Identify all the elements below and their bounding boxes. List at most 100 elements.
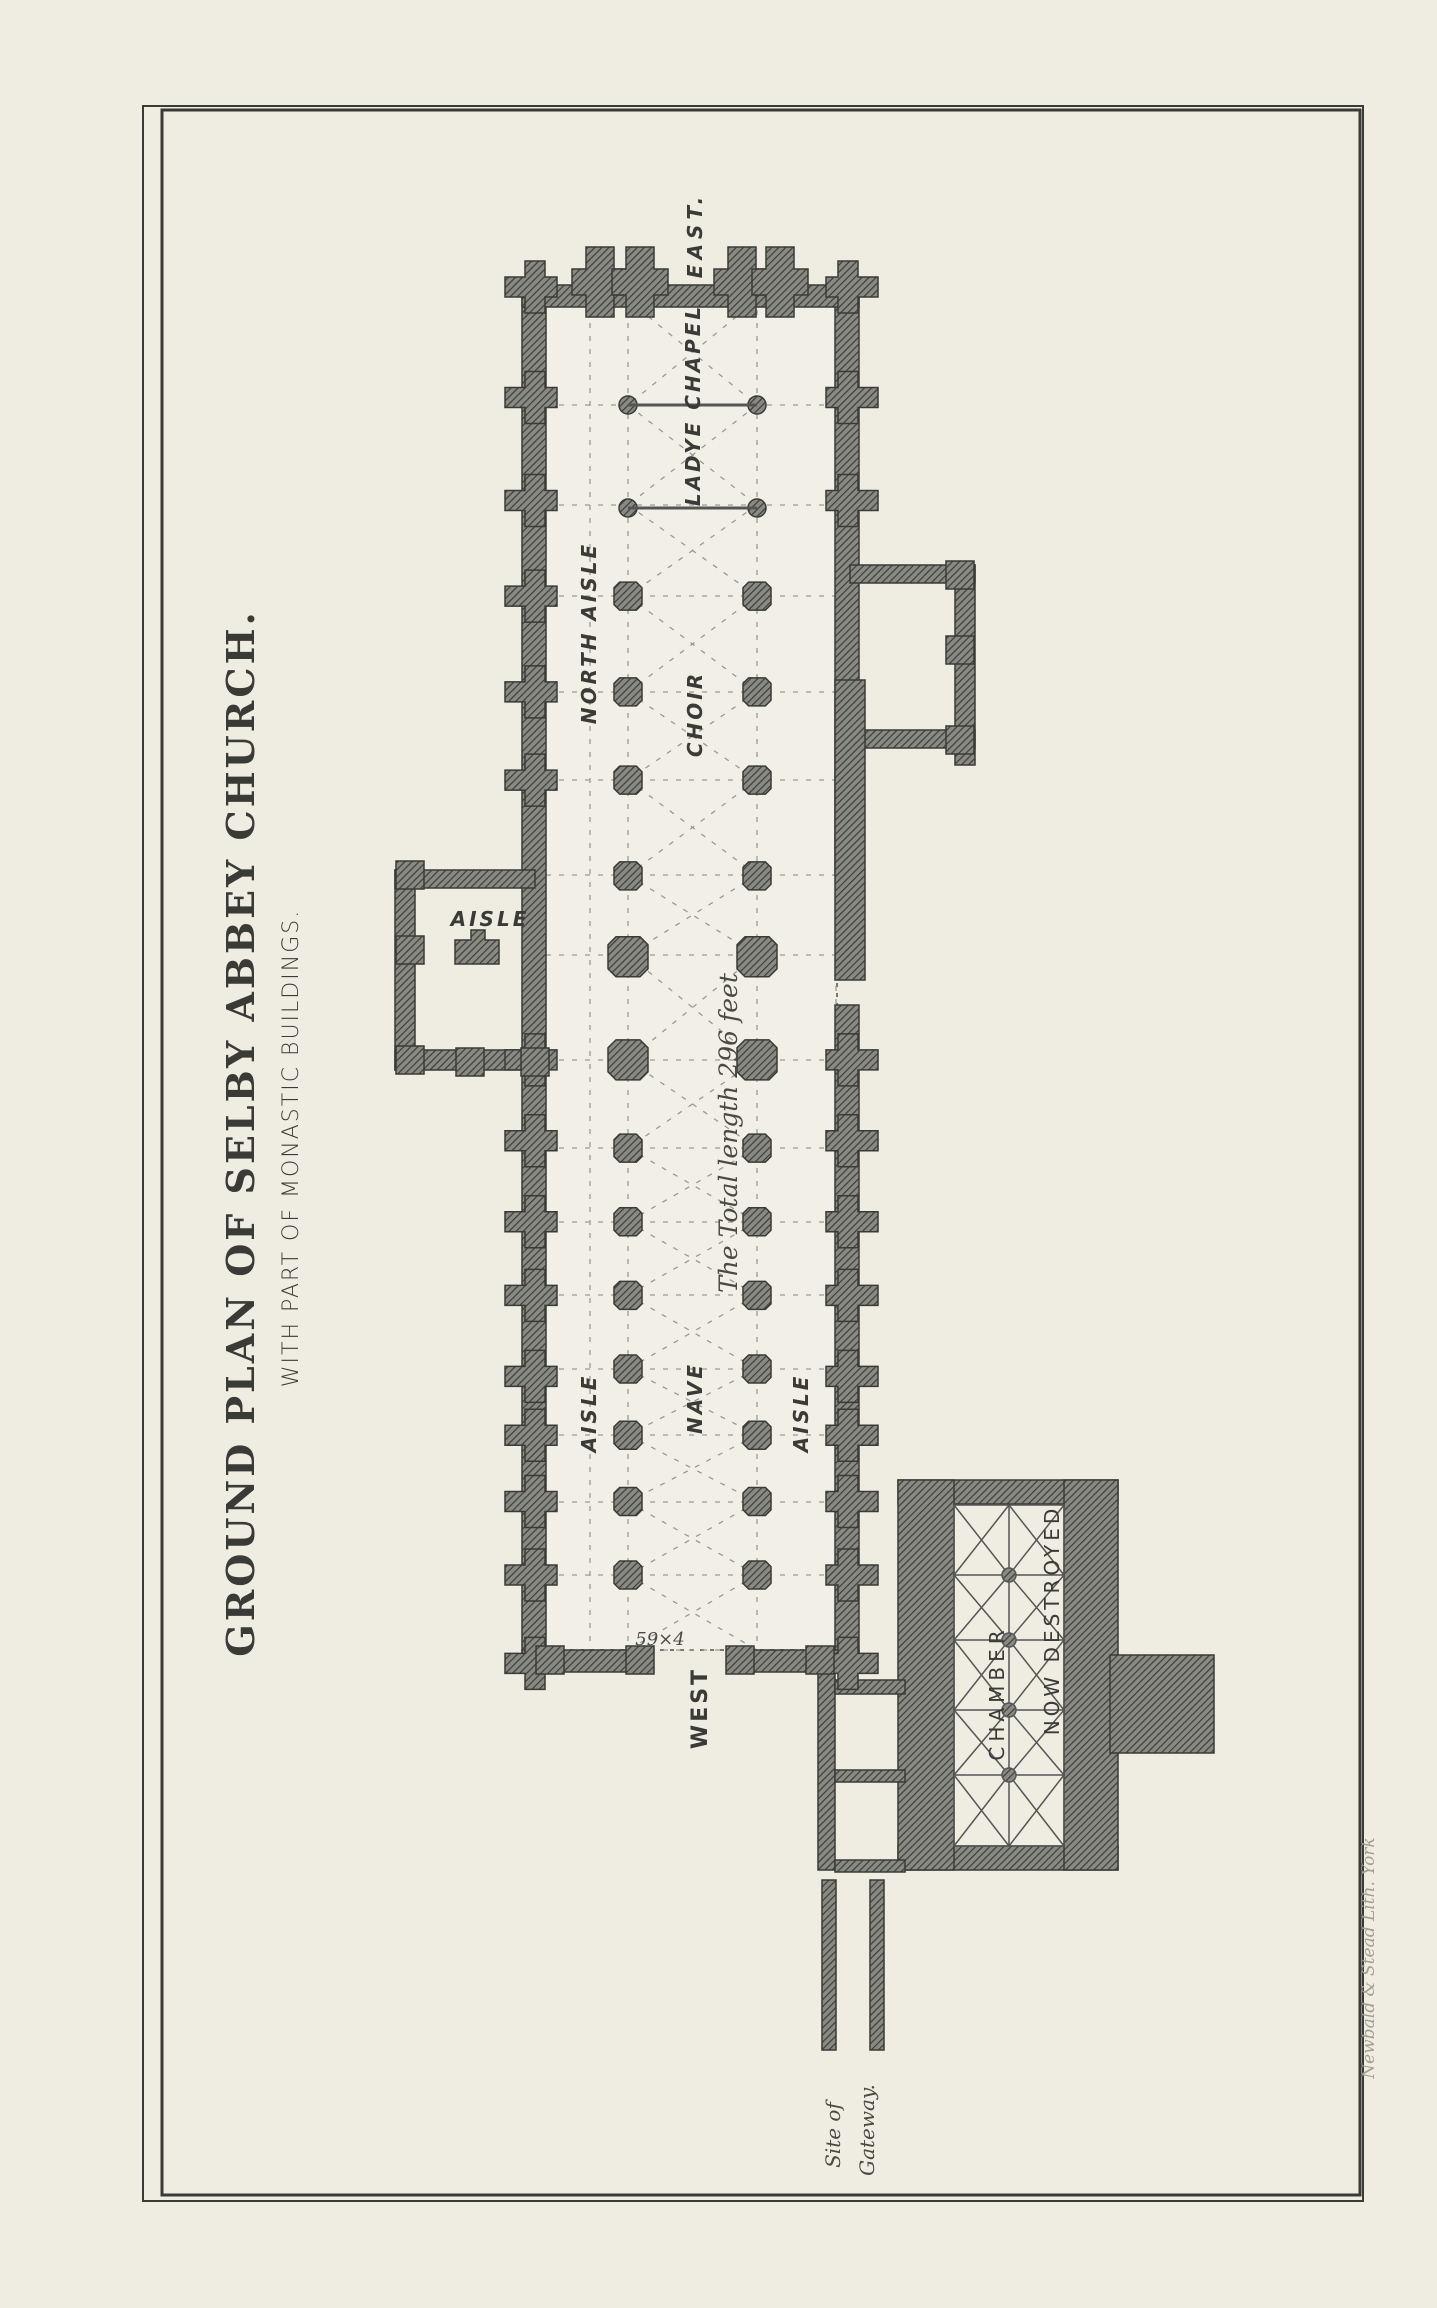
corner-buttress [945,725,975,755]
chamber-rib [953,1774,1010,1847]
nave-pier [742,861,772,891]
nave-pier [742,765,772,795]
nave-pier [742,1560,772,1590]
corner-buttress [520,1047,550,1077]
vault-line [627,1434,758,1503]
nave-pier [742,1420,772,1450]
chamber-pier [1001,1702,1017,1718]
nave-pier [742,581,772,611]
corner-buttress [395,935,425,965]
vault-line [627,404,758,506]
nave-pier [607,936,649,978]
label-chamber: CHAMBER [985,1625,1009,1760]
plate-subtitle: WITH PART OF MONASTIC BUILDINGS. [279,909,304,1387]
north-buttress [504,1349,558,1404]
chamber-rib [1008,1774,1065,1847]
nave-pier [736,936,778,978]
chamber-rib [1008,1504,1065,1576]
label-nave-aisle-north: AISLE [577,1374,601,1455]
church-plan [394,246,1215,2051]
nave-pier [613,677,643,707]
label-nave: NAVE [683,1362,707,1434]
corner-buttress [535,1645,565,1675]
north-buttress [504,1268,558,1323]
nave-pier [607,1039,649,1081]
plate-title: GROUND PLAN OF SELBY ABBEY CHURCH. [218,609,263,1656]
nave-pier [613,1486,643,1517]
corner-buttress [725,1645,755,1675]
nave-pier [613,1354,643,1384]
corner-buttress [455,1047,485,1077]
north-buttress [504,1474,558,1529]
north-buttress [504,1114,558,1168]
nave-pier [742,1133,772,1163]
label-gateway: Gateway. [855,2084,879,2176]
south-buttress [825,370,879,425]
vault-line [627,595,758,693]
chamber-vaulting [953,1504,1065,1847]
nave-pier [742,677,772,707]
label-total-length: The Total length 296 feet [714,972,743,1293]
nave-pier [742,1280,772,1311]
label-transept-aisle: AISLE [449,907,530,931]
chamber-rib [953,1574,1010,1641]
south-buttress [825,473,879,528]
corner-buttress [945,560,975,590]
nave-pier [613,765,643,795]
piers [454,395,778,1590]
chamber-rib [1008,1574,1065,1641]
chamber-rib [953,1639,1010,1711]
south-buttress [825,1636,879,1691]
north-buttress [504,370,558,425]
vault-line [627,1368,758,1436]
vault-line [627,1434,758,1503]
corner-buttress [395,1045,425,1075]
nave-pier [613,581,643,611]
vault-line [627,954,758,1061]
south-buttress [825,1033,879,1087]
nave-pier [742,1486,772,1517]
lithographer-credit: Newbald & Stead Lith. York [1359,1837,1379,2079]
nave-pier [742,1207,772,1237]
north-buttress [504,1408,558,1462]
north-buttress [504,473,558,528]
north-buttress [504,665,558,719]
corner-buttress [395,860,425,890]
label-west-dimension: 59×4 [635,1629,684,1650]
chamber-rib [1008,1639,1065,1711]
east-buttress [611,246,669,318]
north-buttress [504,260,558,314]
chamber-pier [1001,1767,1017,1783]
chamber-pier [1001,1632,1017,1648]
outer-frame [142,105,1364,2202]
south-buttress [825,1349,879,1404]
chamber-rib [953,1504,1010,1576]
vault-line [627,954,758,1061]
chamber-rib [1008,1709,1065,1776]
nave-pier [613,1420,643,1450]
inner-frame [160,108,1362,2197]
south-buttress [825,1474,879,1529]
nave-pier [613,1207,643,1237]
corner-buttress [945,635,975,665]
vault-line [627,1059,758,1149]
label-north-aisle: NORTH AISLE [577,542,601,724]
corner-buttress [625,1645,655,1675]
north-buttress [504,569,558,623]
transept-pier [454,929,500,965]
south-buttress [825,260,879,314]
corner-buttress [805,1645,835,1675]
label-now-destroyed: NOW DESTROYED [1040,1505,1064,1736]
chamber-rib [953,1709,1010,1776]
vault-line [627,691,758,781]
label-choir: CHOIR [683,671,707,757]
north-buttress [504,753,558,807]
label-nave-aisle-south: AISLE [789,1374,813,1455]
buttresses [395,246,975,1691]
nave-pier [613,1560,643,1590]
nave-pier [742,1354,772,1384]
label-west: WEST [688,1667,713,1749]
east-buttress [751,246,809,318]
north-buttress [504,1548,558,1602]
